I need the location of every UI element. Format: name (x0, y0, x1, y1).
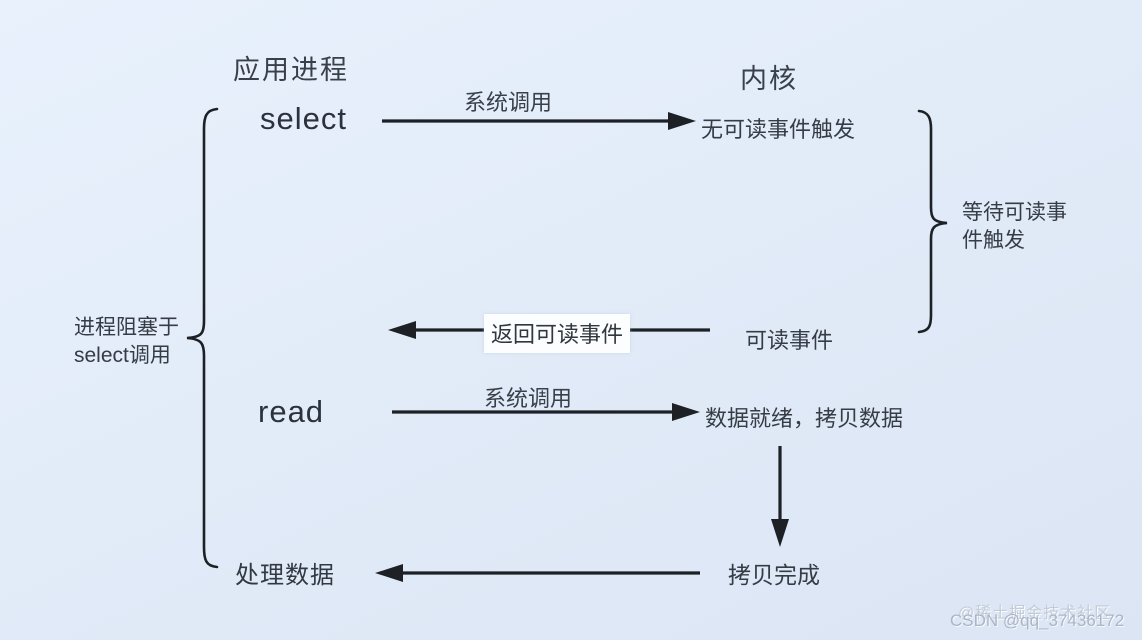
copy-done-arrow-head (375, 564, 403, 582)
readable-event-node: 可读事件 (745, 328, 834, 353)
data-ready-copy-node: 数据就绪，拷贝数据 (705, 406, 904, 431)
left-brace (186, 107, 219, 569)
waiting-annotation-line2: 件触发 (962, 229, 1025, 252)
read-syscall-arrow-head (672, 403, 700, 421)
juejin-watermark: @稀土掘金技术社区 (958, 605, 1112, 622)
application-process-header: 应用进程 (233, 55, 349, 85)
waiting-annotation-line1: 等待可读事 (962, 201, 1067, 224)
return-event-arrow-head (388, 321, 416, 339)
read-syscall-label: 系统调用 (484, 386, 573, 411)
kernel-header: 内核 (740, 64, 798, 94)
process-data-node: 处理数据 (235, 562, 335, 589)
waiting-readable-event-annotation: 等待可读事 件触发 (962, 199, 1067, 255)
read-node: read (258, 394, 325, 429)
right-brace (917, 109, 948, 334)
select-syscall-label: 系统调用 (464, 90, 553, 115)
copy-progress-arrow-head (771, 519, 789, 547)
select-node: select (260, 101, 347, 136)
process-blocked-annotation: 进程阻塞于 select调用 (74, 314, 179, 370)
blocked-annotation-line2: select调用 (74, 344, 171, 367)
blocked-annotation-line1: 进程阻塞于 (74, 316, 179, 339)
csdn-watermark: CSDN @qq_37436172 (950, 611, 1125, 630)
return-readable-event-label: 返回可读事件 (484, 314, 631, 353)
select-syscall-arrow-head (668, 112, 696, 130)
no-readable-event-node: 无可读事件触发 (701, 117, 856, 142)
copy-complete-node: 拷贝完成 (728, 562, 820, 588)
